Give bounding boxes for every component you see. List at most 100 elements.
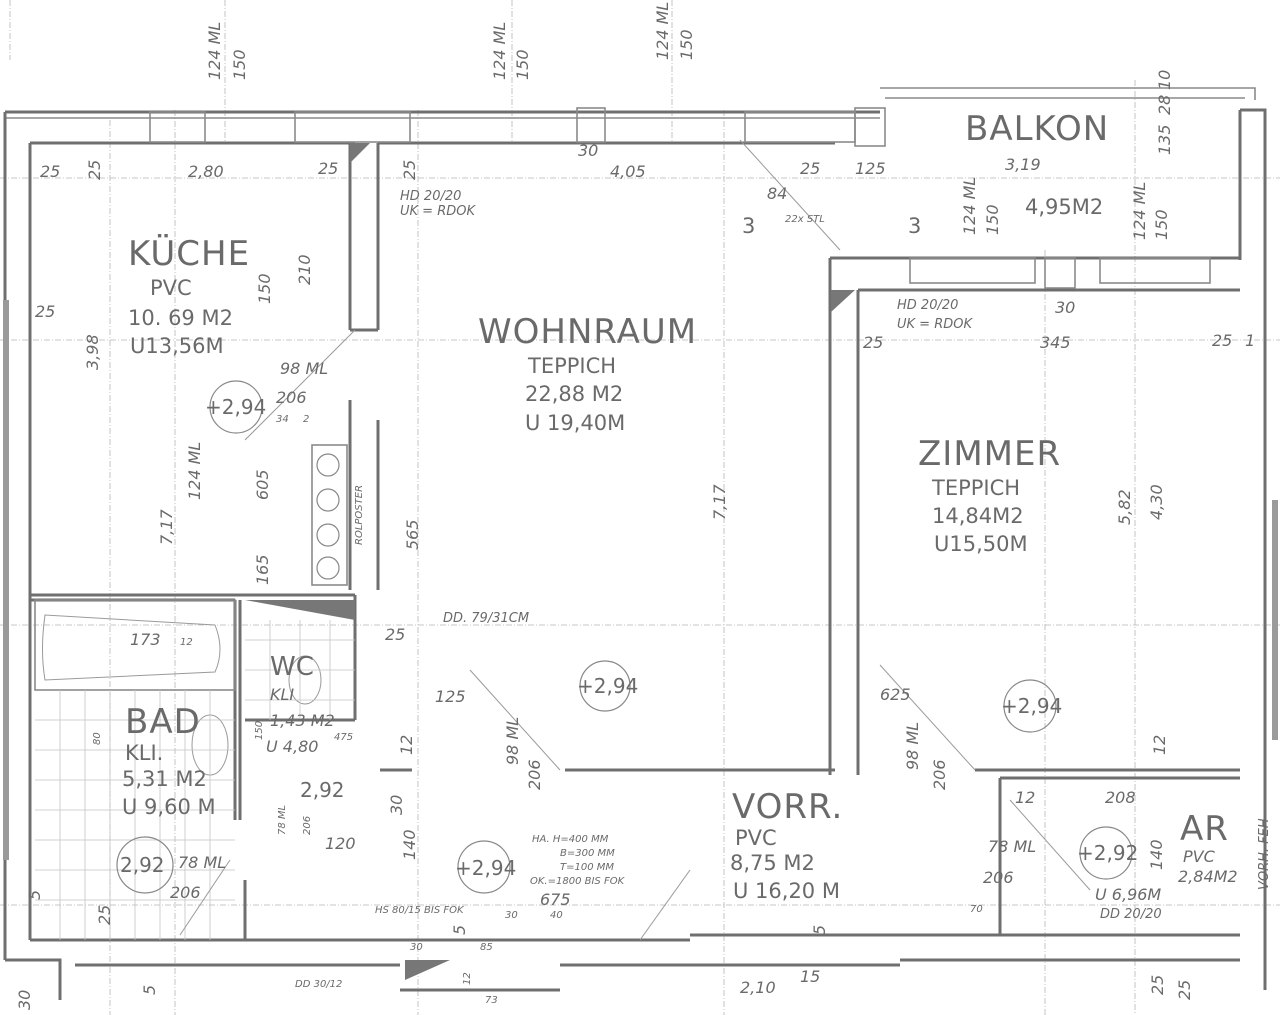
room-bad: BAD KLI. 5,31 M2 U 9,60 M 2,92	[120, 702, 216, 877]
plan-line	[3, 300, 9, 860]
plan-label: KÜCHE	[128, 233, 250, 274]
plan-label: U 16,20 M	[733, 879, 840, 903]
plan-label: 12	[1150, 735, 1169, 755]
plan-line	[316, 523, 340, 547]
plan-label: 206	[525, 759, 544, 790]
plan-line	[179, 859, 231, 936]
plan-line	[42, 614, 221, 681]
plan-label: 2,10	[740, 978, 776, 997]
plan-line	[209, 380, 263, 434]
plan-label: 1	[1245, 331, 1255, 350]
plan-label: 5	[810, 925, 829, 935]
plan-label: U13,56M	[130, 334, 224, 358]
plan-line	[316, 453, 340, 477]
plan-label: 10	[1155, 70, 1174, 90]
plan-label: +2,94	[577, 674, 638, 698]
plan-label: 565	[403, 519, 422, 550]
plan-label: U 19,40M	[525, 411, 625, 435]
plan-label: 140	[1147, 839, 1166, 870]
plan-line	[348, 143, 380, 332]
window-dimensions: 124 ML 150 124 ML 150 124 ML 150 124 ML …	[185, 2, 1171, 500]
plan-label: 5,31 M2	[122, 767, 207, 791]
plan-label: 150	[677, 29, 696, 60]
plan-label: 12	[180, 637, 193, 648]
plan-label: U15,50M	[934, 532, 1028, 556]
plan-line	[880, 87, 1256, 100]
plan-label: VORR.	[732, 787, 843, 827]
plan-label: KLI.	[125, 741, 163, 765]
plan-label: 98 ML	[503, 717, 522, 765]
plan-label: 25	[800, 159, 820, 178]
plan-label: 605	[253, 469, 272, 500]
plan-label: 165	[253, 554, 272, 585]
plan-line	[5, 110, 880, 145]
plan-label: +2,94	[205, 395, 266, 419]
plan-label: 125	[435, 687, 466, 706]
plan-line	[348, 400, 380, 590]
room-ar: AR PVC 2,84M2 U 6,96M +2,92	[1077, 809, 1238, 904]
room-wohnraum: WOHNRAUM TEPPICH 22,88 M2 U 19,40M +2,94	[478, 312, 696, 698]
plan-label: 206	[930, 759, 949, 790]
plan-label: 150	[230, 49, 249, 80]
plan-label: 3,98	[83, 334, 102, 370]
plan-label: 30	[1055, 298, 1075, 317]
plan-label: 12	[1015, 788, 1035, 807]
plan-label: OK.=1800 BIS FOK	[530, 876, 626, 887]
plan-label: 124 ML	[653, 2, 672, 60]
dimensions-bottom: 30 5 2,10 15 5 25 25 30 85 12 73 5	[15, 890, 1194, 1010]
plan-label: 80	[92, 732, 103, 745]
plan-label: 625	[880, 685, 911, 704]
dimensions-wohnraum: 565 7,17 125 98 ML 206 12 30 140 120 675…	[157, 509, 571, 935]
level-markers	[116, 380, 1133, 894]
plan-label: PVC	[735, 826, 777, 850]
plan-label: 30	[410, 942, 423, 953]
plan-label: 15	[800, 967, 820, 986]
plan-label: B=300 MM	[560, 848, 615, 859]
ventilation-stack	[311, 444, 348, 586]
plan-label: 140	[400, 829, 419, 860]
plan-label: 124 ML	[490, 22, 509, 80]
plan-label: DD. 79/31CM	[443, 611, 529, 626]
plan-label: UK = RDOK	[897, 317, 973, 332]
plan-line	[1079, 826, 1133, 880]
duct-hatch	[405, 960, 450, 980]
plan-line	[469, 669, 561, 771]
plan-label: HA. H=400 MM	[532, 834, 609, 845]
plan-label: 12	[397, 735, 416, 755]
plan-label: 475	[334, 732, 353, 743]
plan-label: U 6,96M	[1095, 885, 1161, 904]
plan-label: 206	[276, 388, 307, 407]
door-swings	[179, 139, 1091, 941]
plan-line	[576, 107, 606, 143]
plan-label: 345	[1040, 333, 1071, 352]
duct-hatch	[831, 290, 855, 312]
plan-label: 120	[325, 834, 356, 853]
plan-line	[149, 111, 206, 143]
plan-label: 25	[40, 162, 60, 181]
plan-label: 22,88 M2	[525, 382, 623, 406]
plan-label: 4,95M2	[1025, 195, 1103, 219]
plan-line	[380, 768, 1240, 935]
plan-label: 206	[983, 868, 1014, 887]
plan-label: 25	[1148, 975, 1167, 995]
plan-label: +2,92	[1077, 841, 1138, 865]
plan-label: 7,17	[710, 484, 729, 520]
plan-label: ZIMMER	[918, 434, 1061, 474]
plan-label: TEPPICH	[931, 476, 1020, 500]
plan-label: ROLPOSTER	[354, 485, 365, 545]
plan-label: 150	[255, 273, 274, 304]
plan-label: 5,82	[1115, 489, 1134, 525]
plan-label: 1,43 M2	[270, 711, 335, 730]
plan-label: 34	[276, 414, 289, 425]
plan-label: 25	[35, 302, 55, 321]
plan-line	[579, 660, 631, 712]
plan-line	[244, 329, 356, 441]
plan-line	[5, 958, 1240, 1000]
duct-hatch	[245, 600, 355, 620]
plan-line	[294, 111, 411, 143]
plan-line	[35, 690, 235, 940]
plan-label: 25	[1175, 980, 1194, 1000]
plan-label: U 4,80	[266, 737, 318, 756]
plan-label: 10. 69 M2	[128, 306, 233, 330]
